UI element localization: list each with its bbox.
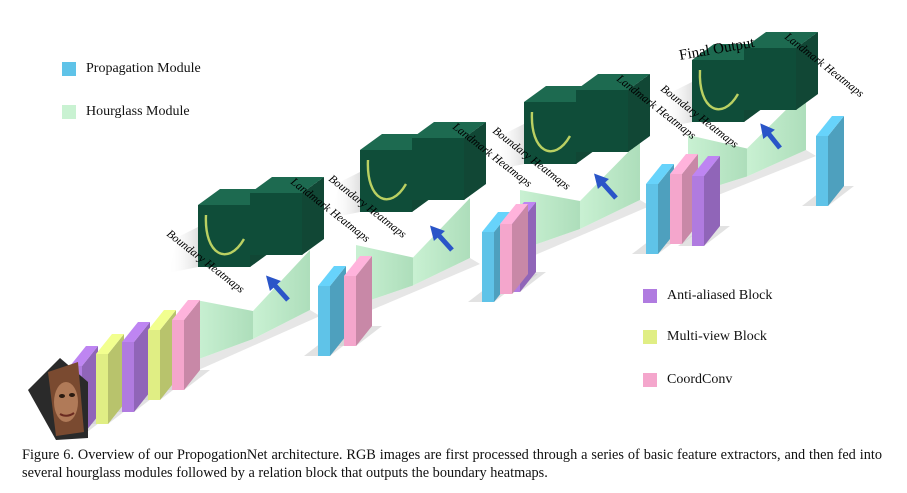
arrow-stage-2 [429,225,454,252]
feature-blocks [70,116,844,436]
legend-coordconv: CoordConv [643,372,732,388]
block-multiview-1 [96,334,124,424]
legend-propagation-label: Propagation Module [86,61,201,76]
landmark-heatmap-4 [744,32,818,110]
figure-caption: Figure 6. Overview of our PropogationNet… [22,447,882,481]
legend-coordconv-label: CoordConv [667,372,733,387]
legend-hourglass: Hourglass Module [62,104,190,120]
block-propagation-s0-0 [318,266,346,356]
legend-multiview: Multi-view Block [643,329,767,345]
block-antialiased-s3-2 [692,156,720,246]
swatch-coordconv [643,373,657,387]
arrow-stage-3 [593,173,618,200]
swatch-propagation [62,62,76,76]
legend-multiview-label: Multi-view Block [667,329,767,344]
block-coordconv-s2-0 [500,204,528,294]
legend-propagation: Propagation Module [62,61,201,77]
heatmap-stacks [198,32,818,267]
block-coordconv-s0-1 [344,256,372,346]
landmark-heatmap-1 [250,177,324,255]
input-face-image [28,358,88,440]
arrow-stage-1 [265,275,290,302]
swatch-hourglass [62,105,76,119]
landmark-heatmap-2 [412,122,486,200]
block-propagation-s4-0 [816,116,844,206]
arrow-stage-4 [760,123,782,150]
landmark-heatmap-3 [576,74,650,152]
block-coordconv-4 [172,300,200,390]
swatch-antialiased [643,289,657,303]
block-antialiased-2 [122,322,150,412]
propagation-arrows [265,123,782,302]
legend-antialiased-label: Anti-aliased Block [667,288,773,303]
legend-antialiased: Anti-aliased Block [643,288,772,304]
swatch-multiview [643,330,657,344]
legend-hourglass-label: Hourglass Module [86,104,190,119]
